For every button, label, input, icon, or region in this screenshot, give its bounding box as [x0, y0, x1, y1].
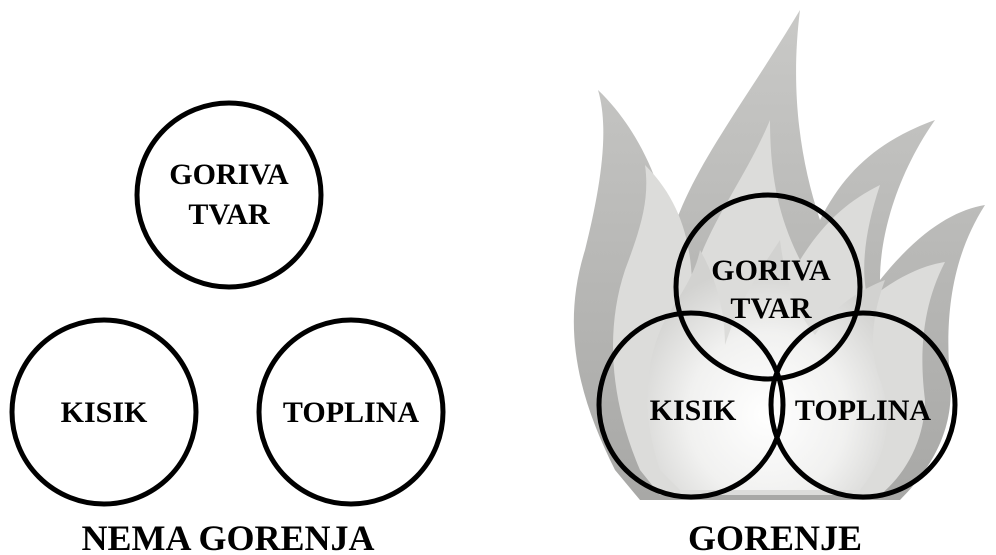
fuel-label-line2: TVAR — [188, 198, 269, 231]
combustion-caption: GORENJE — [688, 518, 862, 555]
oxygen-circle: KISIK — [9, 317, 199, 507]
heat-label: TOPLINA — [795, 394, 931, 427]
oxygen-label: KISIK — [61, 396, 148, 429]
heat-label: TOPLINA — [283, 396, 419, 429]
oxygen-label: KISIK — [650, 394, 737, 427]
combustion-diagram: GORIVA TVAR KISIK TOPLINA GORENJE — [573, 10, 985, 555]
fuel-circle: GORIVA TVAR — [134, 100, 324, 290]
fuel-label-line2: TVAR — [730, 292, 811, 325]
flame-illustration — [573, 10, 985, 500]
no-combustion-diagram: GORIVA TVAR KISIK TOPLINA NEMA GORENJA — [9, 100, 446, 555]
oxygen-circle-overlap: KISIK — [596, 310, 786, 500]
heat-circle: TOPLINA — [256, 317, 446, 507]
fuel-circle-overlap: GORIVA TVAR — [673, 192, 863, 382]
heat-circle-overlap: TOPLINA — [768, 310, 958, 500]
fuel-label-line1: GORIVA — [169, 158, 289, 191]
fuel-label-line1: GORIVA — [711, 254, 831, 287]
no-combustion-caption: NEMA GORENJA — [81, 518, 374, 555]
